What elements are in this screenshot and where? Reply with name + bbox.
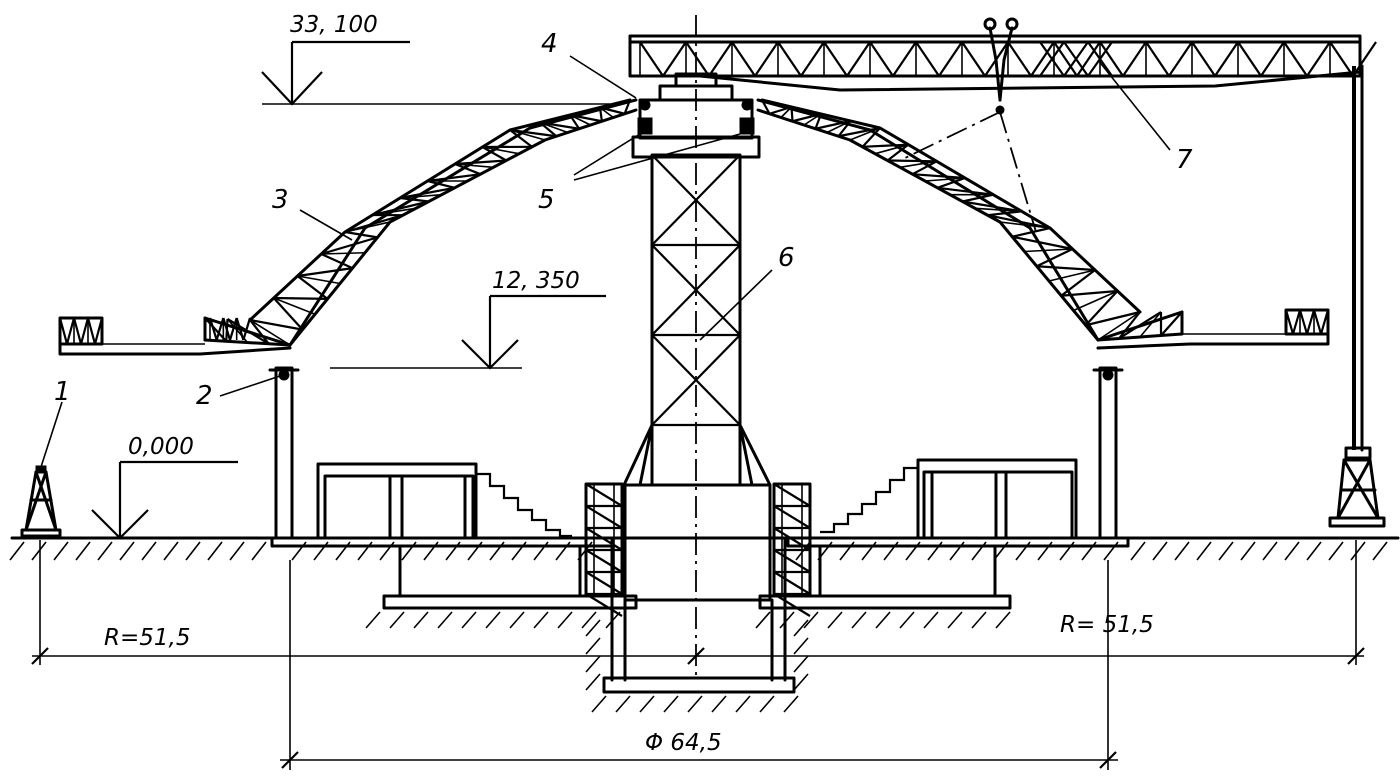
dimension-lines bbox=[31, 540, 1365, 770]
callout-5: 5 bbox=[538, 185, 555, 215]
elevation-ground-label: 0,000 bbox=[128, 434, 194, 460]
callout-1: 1 bbox=[54, 377, 71, 407]
labels: 33, 100 12, 350 0,000 R=51,5 R= 51,5 Φ 6… bbox=[54, 12, 1193, 756]
mast-left bbox=[20, 465, 62, 538]
perimeter-columns bbox=[268, 366, 1124, 540]
callout-6: 6 bbox=[778, 243, 795, 273]
elevation-markers bbox=[91, 40, 610, 540]
radius-left-label: R=51,5 bbox=[104, 625, 190, 651]
radius-right-label: R= 51,5 bbox=[1060, 612, 1154, 638]
elevation-mid-label: 12, 350 bbox=[492, 268, 580, 294]
elevation-top-label: 33, 100 bbox=[290, 12, 378, 38]
gantry-crane bbox=[628, 17, 1386, 528]
ground bbox=[9, 536, 1400, 561]
dome-truss-left bbox=[58, 98, 638, 356]
callout-leaders bbox=[39, 55, 1171, 471]
callout-7: 7 bbox=[1176, 145, 1193, 175]
callout-3: 3 bbox=[272, 185, 289, 215]
stands bbox=[316, 458, 1078, 540]
foundation-pit bbox=[270, 536, 1130, 713]
diameter-label: Φ 64,5 bbox=[645, 730, 722, 756]
dome-truss-right bbox=[756, 98, 1330, 350]
callout-4: 4 bbox=[541, 29, 558, 59]
callout-2: 2 bbox=[196, 381, 213, 411]
central-tower bbox=[584, 72, 812, 617]
